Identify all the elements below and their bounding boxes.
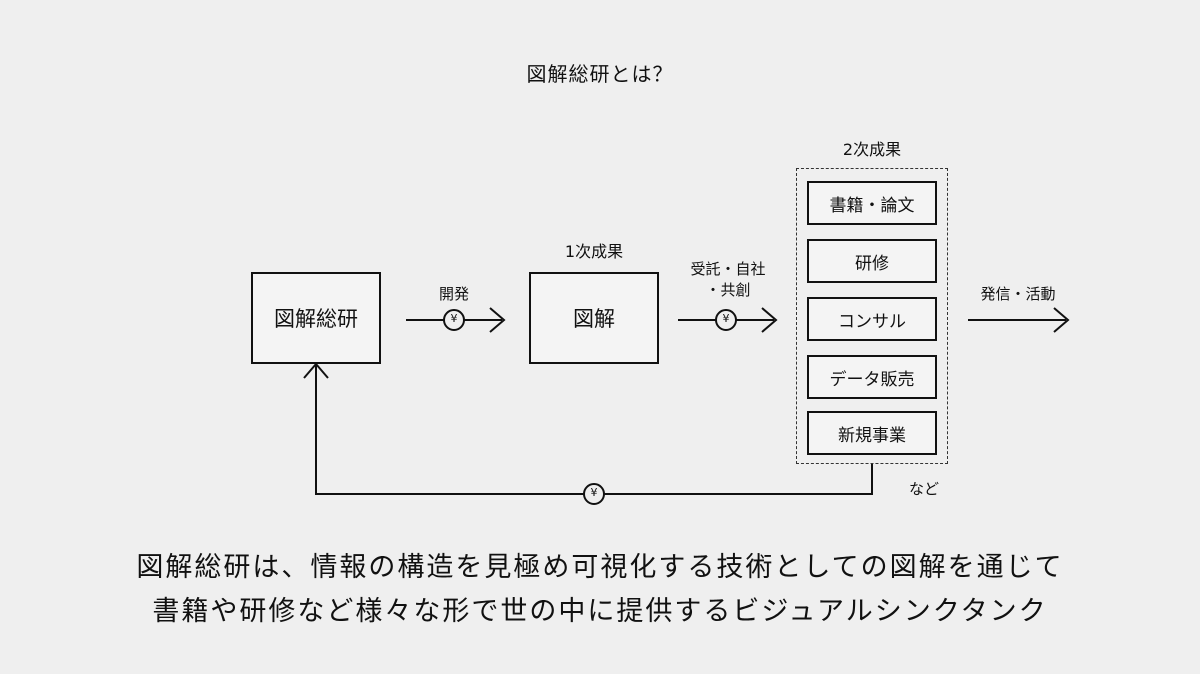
node-primary: 図解 [529, 272, 659, 364]
label-primary-result: 1次成果 [564, 242, 624, 261]
description-line-2: 書籍や研修など様々な形で世の中に提供するビジュアルシンクタンク [152, 596, 1048, 627]
yen-icon: ¥ [590, 486, 598, 499]
label-etc: など [908, 480, 939, 498]
label-secondary-result: 2次成果 [842, 140, 902, 159]
label-commission-line2: ・共創 [705, 281, 751, 299]
node-org-label: 図解総研 [274, 307, 358, 331]
yen-coin-feedback [583, 483, 605, 505]
secondary-item: データ販売 [807, 355, 937, 399]
arrowhead-commission [761, 307, 778, 333]
label-develop: 開発 [438, 285, 469, 303]
secondary-item-label: 研修 [855, 253, 889, 274]
yen-coin-develop [443, 309, 465, 331]
secondary-item: 書籍・論文 [807, 181, 937, 225]
label-commission-line1: 受託・自社 [690, 260, 766, 278]
node-org: 図解総研 [251, 272, 381, 364]
secondary-item: 新規事業 [807, 411, 937, 455]
secondary-item-label: コンサル [838, 311, 906, 332]
secondary-item: 研修 [807, 239, 937, 283]
page-title: 図解総研とは？ [526, 62, 674, 86]
arrowhead-feedback [303, 362, 329, 379]
feedback-line [315, 364, 873, 495]
yen-icon: ¥ [450, 312, 458, 325]
label-dissemination: 発信・活動 [980, 285, 1056, 303]
yen-icon: ¥ [722, 312, 730, 325]
secondary-item-label: 書籍・論文 [829, 195, 915, 216]
arrowhead-develop [489, 307, 506, 333]
node-primary-label: 図解 [573, 307, 615, 331]
secondary-item-label: データ販売 [829, 369, 915, 390]
description-line-1: 図解総研は、情報の構造を見極め可視化する技術としての図解を通じて [136, 552, 1064, 583]
secondary-item: コンサル [807, 297, 937, 341]
secondary-item-label: 新規事業 [838, 425, 906, 446]
secondary-results-group [796, 168, 948, 464]
yen-coin-commission [715, 309, 737, 331]
arrowhead-dissemination [1053, 307, 1070, 333]
